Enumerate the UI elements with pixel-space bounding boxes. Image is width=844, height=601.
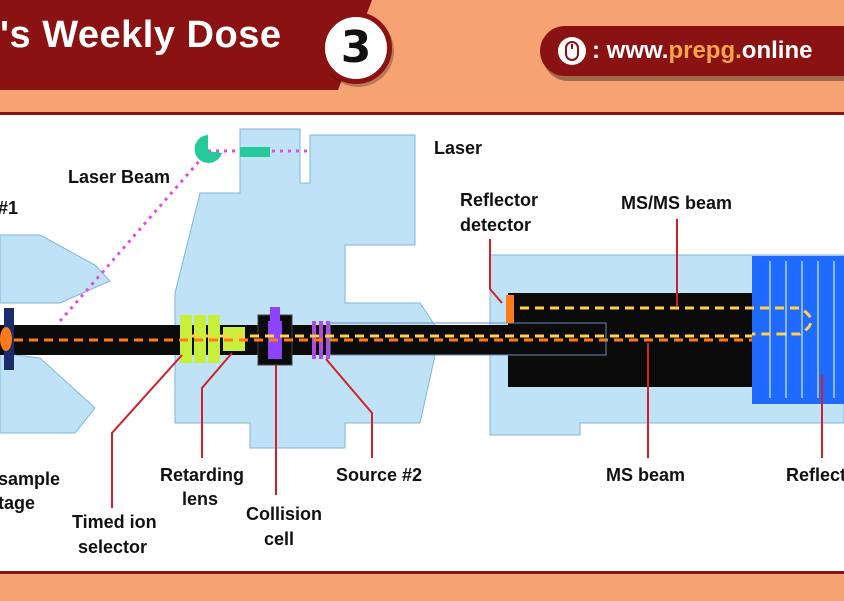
retarding-lens: [223, 327, 245, 351]
label-ms-beam: MS beam: [606, 465, 685, 485]
title-ribbon: [0, 0, 372, 90]
label-laser-beam: Laser Beam: [68, 167, 170, 187]
laser-beam-path: [58, 150, 210, 322]
label-source-2: Source #2: [336, 465, 422, 485]
ms-beam-enclosure: [329, 322, 607, 356]
mouse-icon: [558, 37, 586, 65]
website-url: : www.prepg.online: [592, 37, 812, 65]
reflector: [752, 256, 844, 404]
reflector-grids: [769, 261, 835, 398]
dose-badge: 3: [320, 12, 392, 84]
label-retarding-lens-2: lens: [182, 489, 218, 509]
pointer-lines: [111, 219, 823, 508]
label-source-1: #1: [0, 198, 18, 218]
label-timed-ion-selector-2: selector: [78, 537, 147, 557]
url-accent: prepg.: [668, 37, 742, 64]
website-link[interactable]: : www.prepg.online: [540, 26, 844, 76]
label-reflector-detector-2: detector: [460, 215, 531, 235]
label-retarding-lens-1: Retarding: [160, 465, 244, 485]
banner-shapes: [0, 0, 372, 90]
label-timed-ion-selector-1: Timed ion: [72, 512, 157, 532]
label-sample-stage-1: sample: [0, 469, 60, 489]
laser-mirror-icon: [194, 135, 222, 163]
dose-number: 3: [340, 22, 372, 73]
url-suffix: online: [741, 37, 813, 64]
label-reflector: Reflecto: [786, 465, 844, 485]
banner: 's Weekly Dose 3 : www.prepg.online: [0, 0, 844, 112]
banner-title: 's Weekly Dose: [0, 14, 282, 56]
reflector-detector: [506, 295, 514, 323]
sample-spot: [0, 327, 12, 351]
mass-spectrometer-diagram: Laser Laser Beam #1 Reflector detector M…: [0, 128, 844, 557]
label-laser: Laser: [434, 138, 482, 158]
label-reflector-detector-1: Reflector: [460, 190, 538, 210]
url-prefix: : www.: [592, 37, 669, 64]
label-collision-cell-2: cell: [264, 529, 294, 549]
label-sample-stage-2: tage: [0, 493, 35, 513]
label-collision-cell-1: Collision: [246, 504, 322, 524]
label-msms-beam: MS/MS beam: [621, 193, 732, 213]
diagram-panel: Laser Laser Beam #1 Reflector detector M…: [0, 112, 844, 574]
laser-lens: [240, 147, 270, 157]
msms-beam-path: [190, 306, 813, 338]
